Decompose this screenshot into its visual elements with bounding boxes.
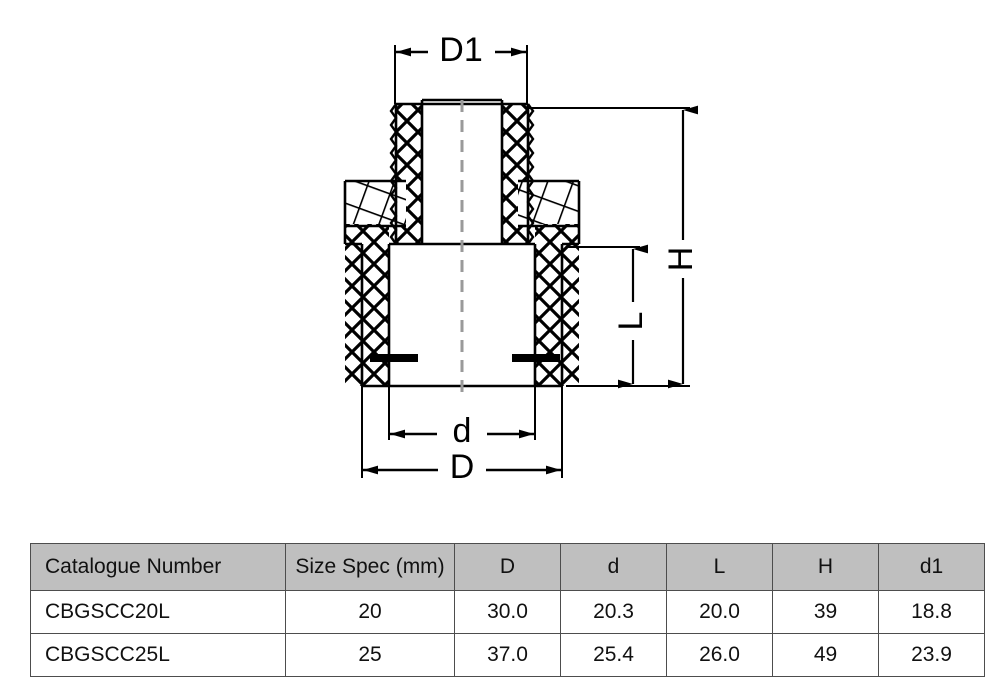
table-header-row: Catalogue Number Size Spec (mm) D d L H … xyxy=(30,543,985,591)
seal-marks xyxy=(370,354,560,362)
cell-d: 20.3 xyxy=(560,590,667,634)
technical-drawing: D1 H L d xyxy=(343,31,700,486)
cell-d1: 23.9 xyxy=(878,633,985,677)
cell-d1: 18.8 xyxy=(878,590,985,634)
cell-catalogue: CBGSCC20L xyxy=(30,590,286,634)
table-row: CBGSCC20L 20 30.0 20.3 20.0 39 18.8 xyxy=(30,590,985,634)
dimension-label-D: D xyxy=(450,448,475,486)
dimension-L xyxy=(566,244,648,389)
specification-table: Catalogue Number Size Spec (mm) D d L H … xyxy=(30,543,985,677)
dimension-d xyxy=(388,386,536,440)
header-size-spec: Size Spec (mm) xyxy=(285,543,455,591)
dimension-D1 xyxy=(394,45,528,104)
header-H: H xyxy=(772,543,879,591)
table-row: CBGSCC25L 25 37.0 25.4 26.0 49 23.9 xyxy=(30,633,985,677)
dimension-label-H: H xyxy=(662,247,700,272)
header-D: D xyxy=(454,543,561,591)
cell-D: 37.0 xyxy=(454,633,561,677)
cell-size: 20 xyxy=(285,590,455,634)
dimension-D xyxy=(361,386,563,478)
cell-d: 25.4 xyxy=(560,633,667,677)
cell-L: 26.0 xyxy=(666,633,773,677)
section-hatching xyxy=(345,104,579,386)
cell-L: 20.0 xyxy=(666,590,773,634)
header-d: d xyxy=(560,543,667,591)
dimension-label-D1: D1 xyxy=(439,31,482,69)
cell-H: 39 xyxy=(772,590,879,634)
cell-catalogue: CBGSCC25L xyxy=(30,633,286,677)
header-L: L xyxy=(666,543,773,591)
cell-D: 30.0 xyxy=(454,590,561,634)
cell-H: 49 xyxy=(772,633,879,677)
cell-size: 25 xyxy=(285,633,455,677)
dimension-label-L: L xyxy=(612,312,650,331)
header-d1: d1 xyxy=(878,543,985,591)
header-catalogue-number: Catalogue Number xyxy=(30,543,286,591)
dimension-label-d: d xyxy=(453,412,472,450)
thread-profile xyxy=(389,103,535,245)
